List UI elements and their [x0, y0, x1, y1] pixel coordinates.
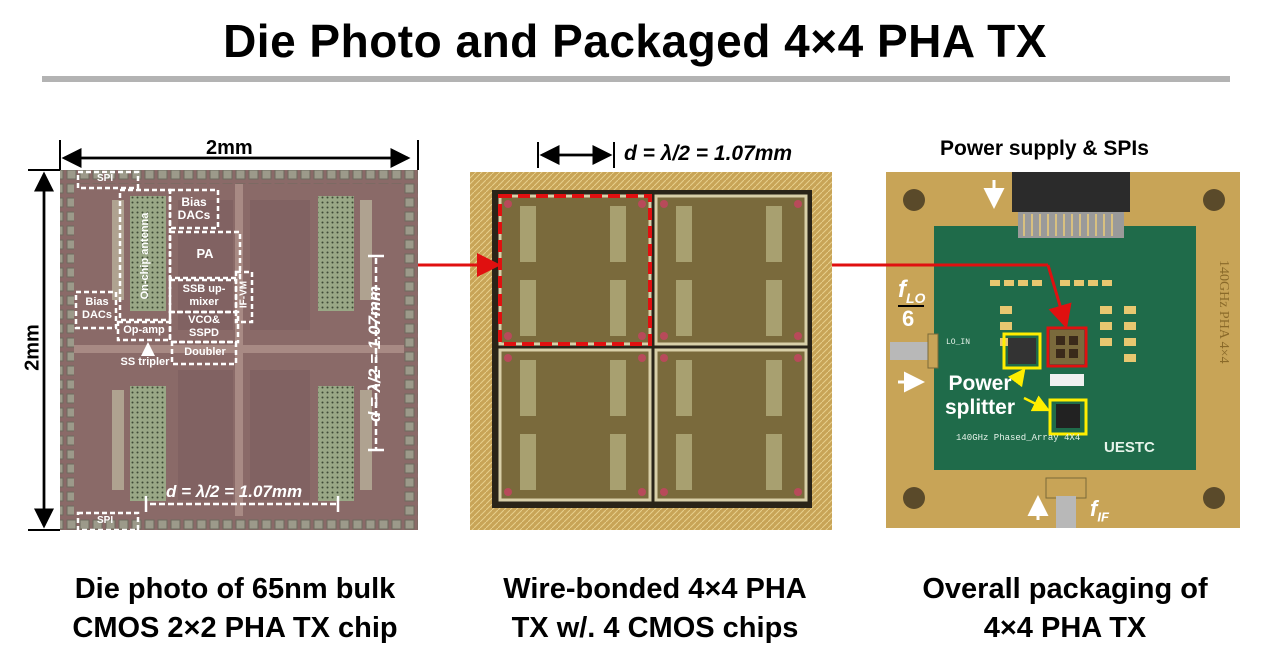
board-text-lo-in: LO_IN [946, 338, 970, 347]
bias-dacs-top-label: Bias DACs [177, 195, 211, 222]
caption-packaging: Overall packaging of 4×4 PHA TX [870, 570, 1260, 648]
power-splitter-box-2 [1048, 398, 1088, 436]
array-pitch-label: d = λ/2 = 1.07mm [624, 142, 793, 165]
caption-die-photo-line1: Die photo of 65nm bulk [74, 573, 396, 605]
caption-wire-bonded: Wire-bonded 4×4 PHA TX w/. 4 CMOS chips [445, 570, 865, 648]
die-width-dimension [59, 140, 419, 170]
caption-wire-bonded-line1: Wire-bonded 4×4 PHA [503, 573, 807, 605]
die-height-dimension [28, 169, 60, 531]
die-height-label: 2mm [21, 324, 44, 371]
board-text-side: 140GHz PHA 4×4 [1216, 260, 1231, 364]
caption-die-photo-line2: CMOS 2×2 PHA TX chip [72, 612, 398, 644]
op-amp-label: Op-amp [123, 324, 165, 336]
spi-top-label: SPI [97, 173, 114, 184]
f-lo-denominator: 6 [902, 306, 915, 331]
caption-die-photo: Die photo of 65nm bulk CMOS 2×2 PHA TX c… [20, 570, 450, 648]
ss-tripler-label: SS tripler [120, 356, 170, 368]
f-lo-label: fLO [898, 276, 925, 306]
power-supply-label: Power supply & SPIs [940, 137, 1149, 160]
f-if-symbol: f [1090, 496, 1098, 521]
bias-dacs-left-label: Bias DACs [82, 296, 112, 321]
page-title: Die Photo and Packaged 4×4 PHA TX [223, 15, 1047, 67]
die-photo [60, 170, 418, 530]
title-rule [42, 76, 1230, 82]
splitter-pointer-1 [1008, 368, 1026, 388]
f-if-label: fIF [1090, 496, 1109, 524]
on-chip-antenna-label: On-chip antenna [139, 212, 151, 300]
vco-sspd-label: VCO& SSPD [188, 314, 220, 339]
f-if-subscript: IF [1097, 509, 1109, 525]
f-lo-subscript: LO [906, 289, 926, 306]
array-to-package-arrow [1046, 264, 1072, 329]
package-photo [886, 172, 1240, 528]
die-pitch-vertical [368, 254, 384, 452]
power-splitter-label: Power splitter [944, 372, 1015, 419]
die-pitch-v-label: d = λ/2 = 1.07mm [365, 285, 384, 423]
splitter-pointer-2 [1023, 395, 1051, 412]
wire-bonded-photo [470, 172, 832, 530]
caption-packaging-line2: 4×4 PHA TX [983, 612, 1147, 644]
board-text-array: 140GHz Phased_Array 4X4 [956, 433, 1080, 443]
die-block-outlines [74, 170, 254, 532]
board-text-uestc: UESTC [1104, 439, 1155, 456]
die-pitch-h-label: d = λ/2 = 1.07mm [166, 482, 303, 501]
die-pitch-horizontal [144, 496, 340, 512]
pa-label: PA [196, 246, 214, 261]
if-vm-label: IF-VM [238, 280, 250, 309]
spi-bottom-label: SPI [97, 515, 114, 526]
ssb-mixer-label: SSB up-mixer [182, 283, 226, 308]
wire-bonded-pitch-dimension [537, 142, 615, 168]
f-lo-symbol: f [898, 276, 906, 303]
die-width-label: 2mm [206, 137, 253, 159]
caption-wire-bonded-line2: TX w/. 4 CMOS chips [511, 612, 799, 644]
caption-packaging-line1: Overall packaging of [922, 573, 1208, 605]
doubler-label: Doubler [184, 346, 226, 358]
